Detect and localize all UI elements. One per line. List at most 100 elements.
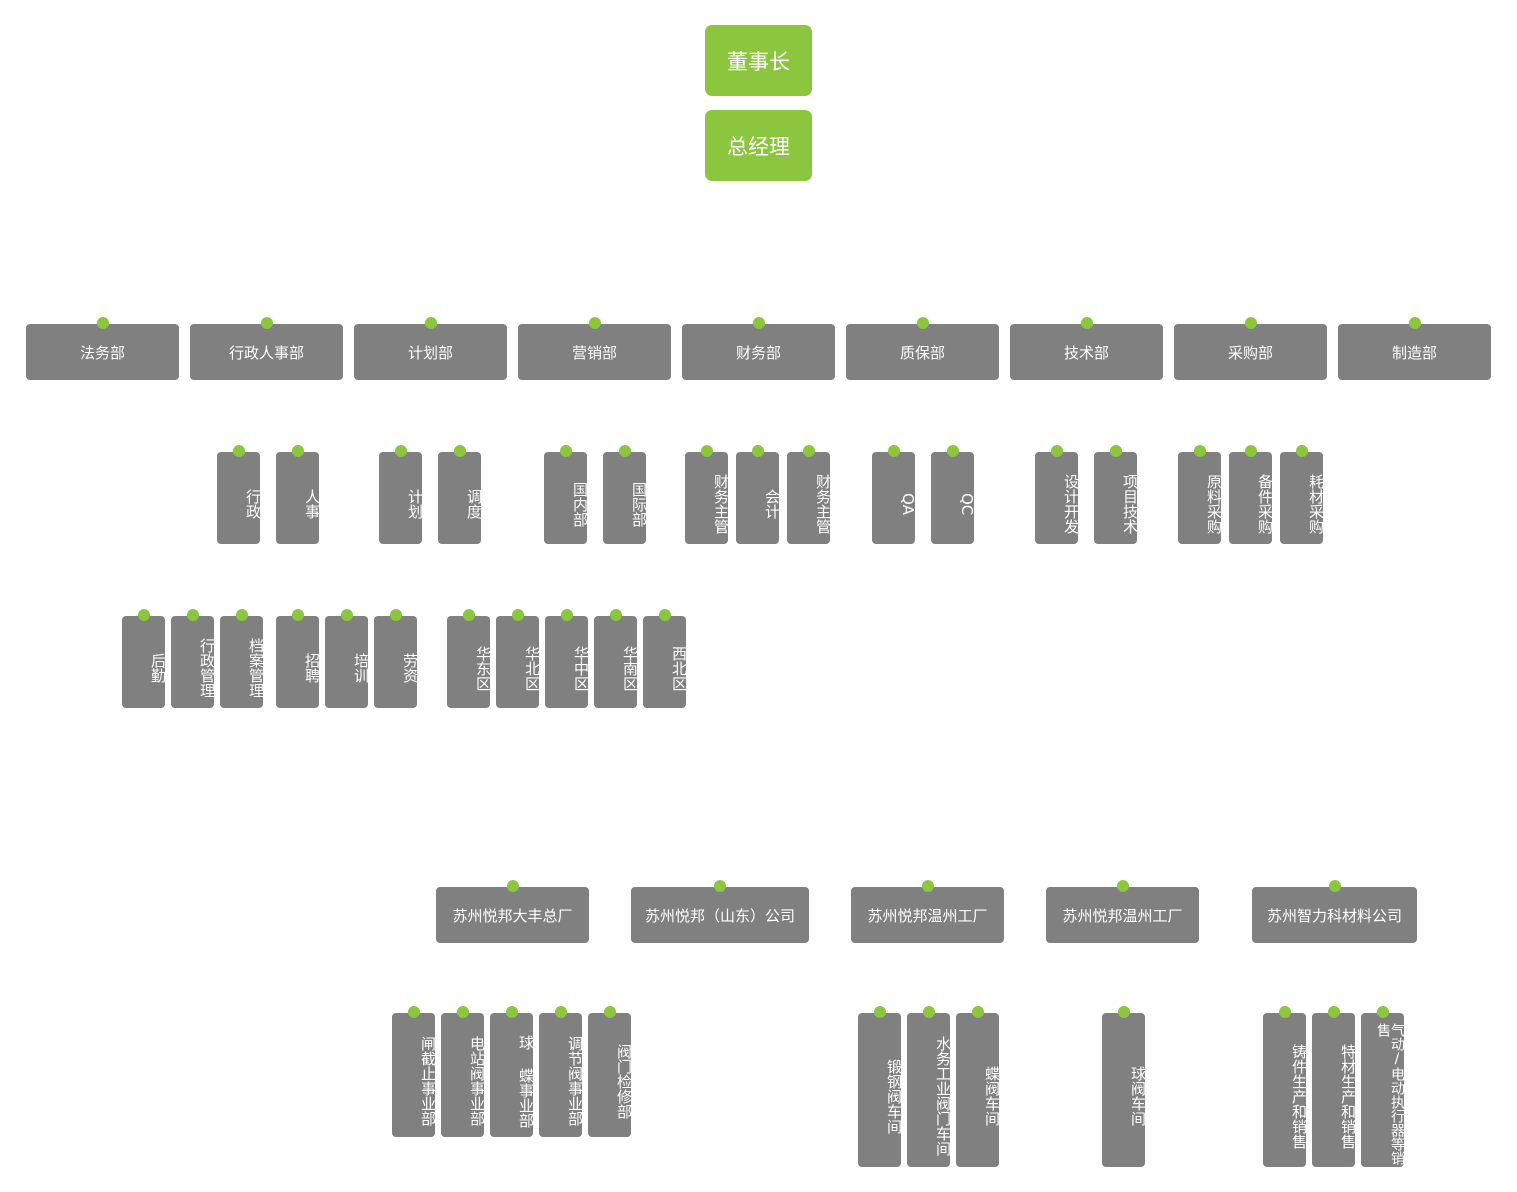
connector-dot xyxy=(1193,445,1206,457)
unit-ball-butterfly-division: 球 蝶事业部 xyxy=(490,1006,535,1137)
connector-dot xyxy=(714,880,726,892)
connector-dot xyxy=(946,445,959,457)
unit-label: 档案管理 xyxy=(247,638,265,698)
connector-dot xyxy=(96,317,109,329)
unit-logistics: 后勤 xyxy=(122,609,167,708)
unit-label: 特材生产和销售 xyxy=(1339,1043,1357,1149)
connector-dot xyxy=(921,880,934,892)
factory-label: 苏州悦邦温州工厂 xyxy=(1062,906,1183,925)
connector-dot xyxy=(700,445,713,457)
dept-planning: 计划部 xyxy=(354,317,507,380)
unit-label: 劳资 xyxy=(401,653,419,683)
connector-dot xyxy=(456,1006,469,1018)
unit-control-valve-division: 调节阀事业部 xyxy=(539,1006,584,1137)
connector-dot xyxy=(462,609,475,621)
unit-dispatch: 调度 xyxy=(438,445,483,544)
unit-label: 备件采购 xyxy=(1256,474,1274,534)
connector-dot xyxy=(260,317,273,329)
unit-label: 铸件生产和销售 xyxy=(1290,1043,1308,1149)
dept-purchasing: 采购部 xyxy=(1174,317,1327,380)
dept-label: 采购部 xyxy=(1227,343,1273,362)
connector-dot xyxy=(394,445,407,457)
unit-label: 招聘 xyxy=(303,653,321,683)
unit-label: 调节阀事业部 xyxy=(566,1036,584,1126)
connector-dot xyxy=(752,317,765,329)
connector-dot xyxy=(1408,317,1421,329)
connector-dot xyxy=(1116,880,1129,892)
unit-label: 球 蝶事业部 xyxy=(517,1034,535,1128)
unit-valve-repair: 阀门检修部 xyxy=(588,1006,633,1137)
unit-label: 电站阀事业部 xyxy=(468,1036,486,1126)
connector-dot xyxy=(291,609,304,621)
connector-dot xyxy=(922,1006,935,1018)
connector-dot xyxy=(232,445,245,457)
dept-label: 行政人事部 xyxy=(228,343,304,362)
dept-label: 计划部 xyxy=(407,343,453,362)
connector-dot xyxy=(603,1006,616,1018)
unit-power-valve-division: 电站阀事业部 xyxy=(441,1006,486,1137)
connector-dot xyxy=(609,609,622,621)
factory-label: 苏州智力科材料公司 xyxy=(1266,906,1402,925)
connector-dot xyxy=(802,445,815,457)
connector-dot xyxy=(1328,880,1341,892)
unit-label: 原料采购 xyxy=(1205,474,1223,534)
unit-label: 气动/电动执行器等销售 xyxy=(1375,1023,1405,1165)
dept-label: 制造部 xyxy=(1391,343,1437,362)
unit-casting-sales: 铸件生产和销售 xyxy=(1263,1006,1308,1167)
unit-labor-wages: 劳资 xyxy=(374,609,419,708)
unit-label: 人事 xyxy=(303,489,321,519)
unit-label: 水务工业阀门车间 xyxy=(934,1036,952,1156)
unit-label: 西北区 xyxy=(670,645,688,691)
unit-label: 华东区 xyxy=(474,645,492,691)
unit-ball-valve-workshop: 球阀车间 xyxy=(1102,1006,1147,1167)
unit-label: 国内部 xyxy=(571,481,589,527)
dept-legal: 法务部 xyxy=(26,317,179,380)
dept-marketing: 营销部 xyxy=(518,317,671,380)
factory-wenzhou-1: 苏州悦邦温州工厂 xyxy=(851,880,1004,943)
dept-quality: 质保部 xyxy=(846,317,999,380)
connector-dot xyxy=(658,609,671,621)
connector-dot xyxy=(186,609,199,621)
unit-finance-manager-2: 财务主管 xyxy=(787,445,832,544)
dept-label: 法务部 xyxy=(79,343,125,362)
connector-dot xyxy=(1295,445,1308,457)
connector-dot xyxy=(389,609,402,621)
factory-dafeng: 苏州悦邦大丰总厂 xyxy=(436,880,589,943)
general-manager-box: 总经理 xyxy=(705,110,812,181)
connector-dot xyxy=(453,445,466,457)
unit-hr: 人事 xyxy=(276,445,321,544)
dept-finance: 财务部 xyxy=(682,317,835,380)
unit-gate-stop-division: 闸截止事业部 xyxy=(392,1006,437,1137)
unit-archive-management: 档案管理 xyxy=(220,609,265,708)
unit-qc: QC xyxy=(931,445,976,544)
dept-admin-hr: 行政人事部 xyxy=(190,317,343,380)
unit-accounting: 会计 xyxy=(736,445,781,544)
unit-label: 项目技术 xyxy=(1121,474,1139,534)
dept-label: 技术部 xyxy=(1063,343,1109,362)
connector-dot xyxy=(1244,445,1257,457)
factory-zhili: 苏州智力科材料公司 xyxy=(1252,880,1417,943)
factory-label: 苏州悦邦大丰总厂 xyxy=(452,906,573,925)
unit-recruitment: 招聘 xyxy=(276,609,321,708)
unit-label: QA xyxy=(899,492,917,516)
unit-label: 华中区 xyxy=(572,645,590,691)
unit-label: 财务主管 xyxy=(712,474,730,534)
connector-dot xyxy=(505,1006,518,1018)
connector-dot xyxy=(340,609,353,621)
connector-dot xyxy=(424,317,437,329)
unit-label: 设计开发 xyxy=(1062,474,1080,534)
connector-dot xyxy=(559,445,572,457)
connector-dot xyxy=(1376,1006,1389,1018)
unit-domestic: 国内部 xyxy=(544,445,589,544)
unit-east-china: 华东区 xyxy=(447,609,492,708)
unit-label: 行政 xyxy=(244,489,262,519)
connector-dot xyxy=(407,1006,420,1018)
factory-label: 苏州悦邦温州工厂 xyxy=(867,906,988,925)
connector-dot xyxy=(1244,317,1257,329)
connector-dot xyxy=(291,445,304,457)
unit-qa: QA xyxy=(872,445,917,544)
factory-label: 苏州悦邦（山东）公司 xyxy=(644,906,795,925)
unit-special-material-sales: 特材生产和销售 xyxy=(1312,1006,1357,1167)
unit-design: 设计开发 xyxy=(1035,445,1080,544)
connector-dot xyxy=(235,609,248,621)
